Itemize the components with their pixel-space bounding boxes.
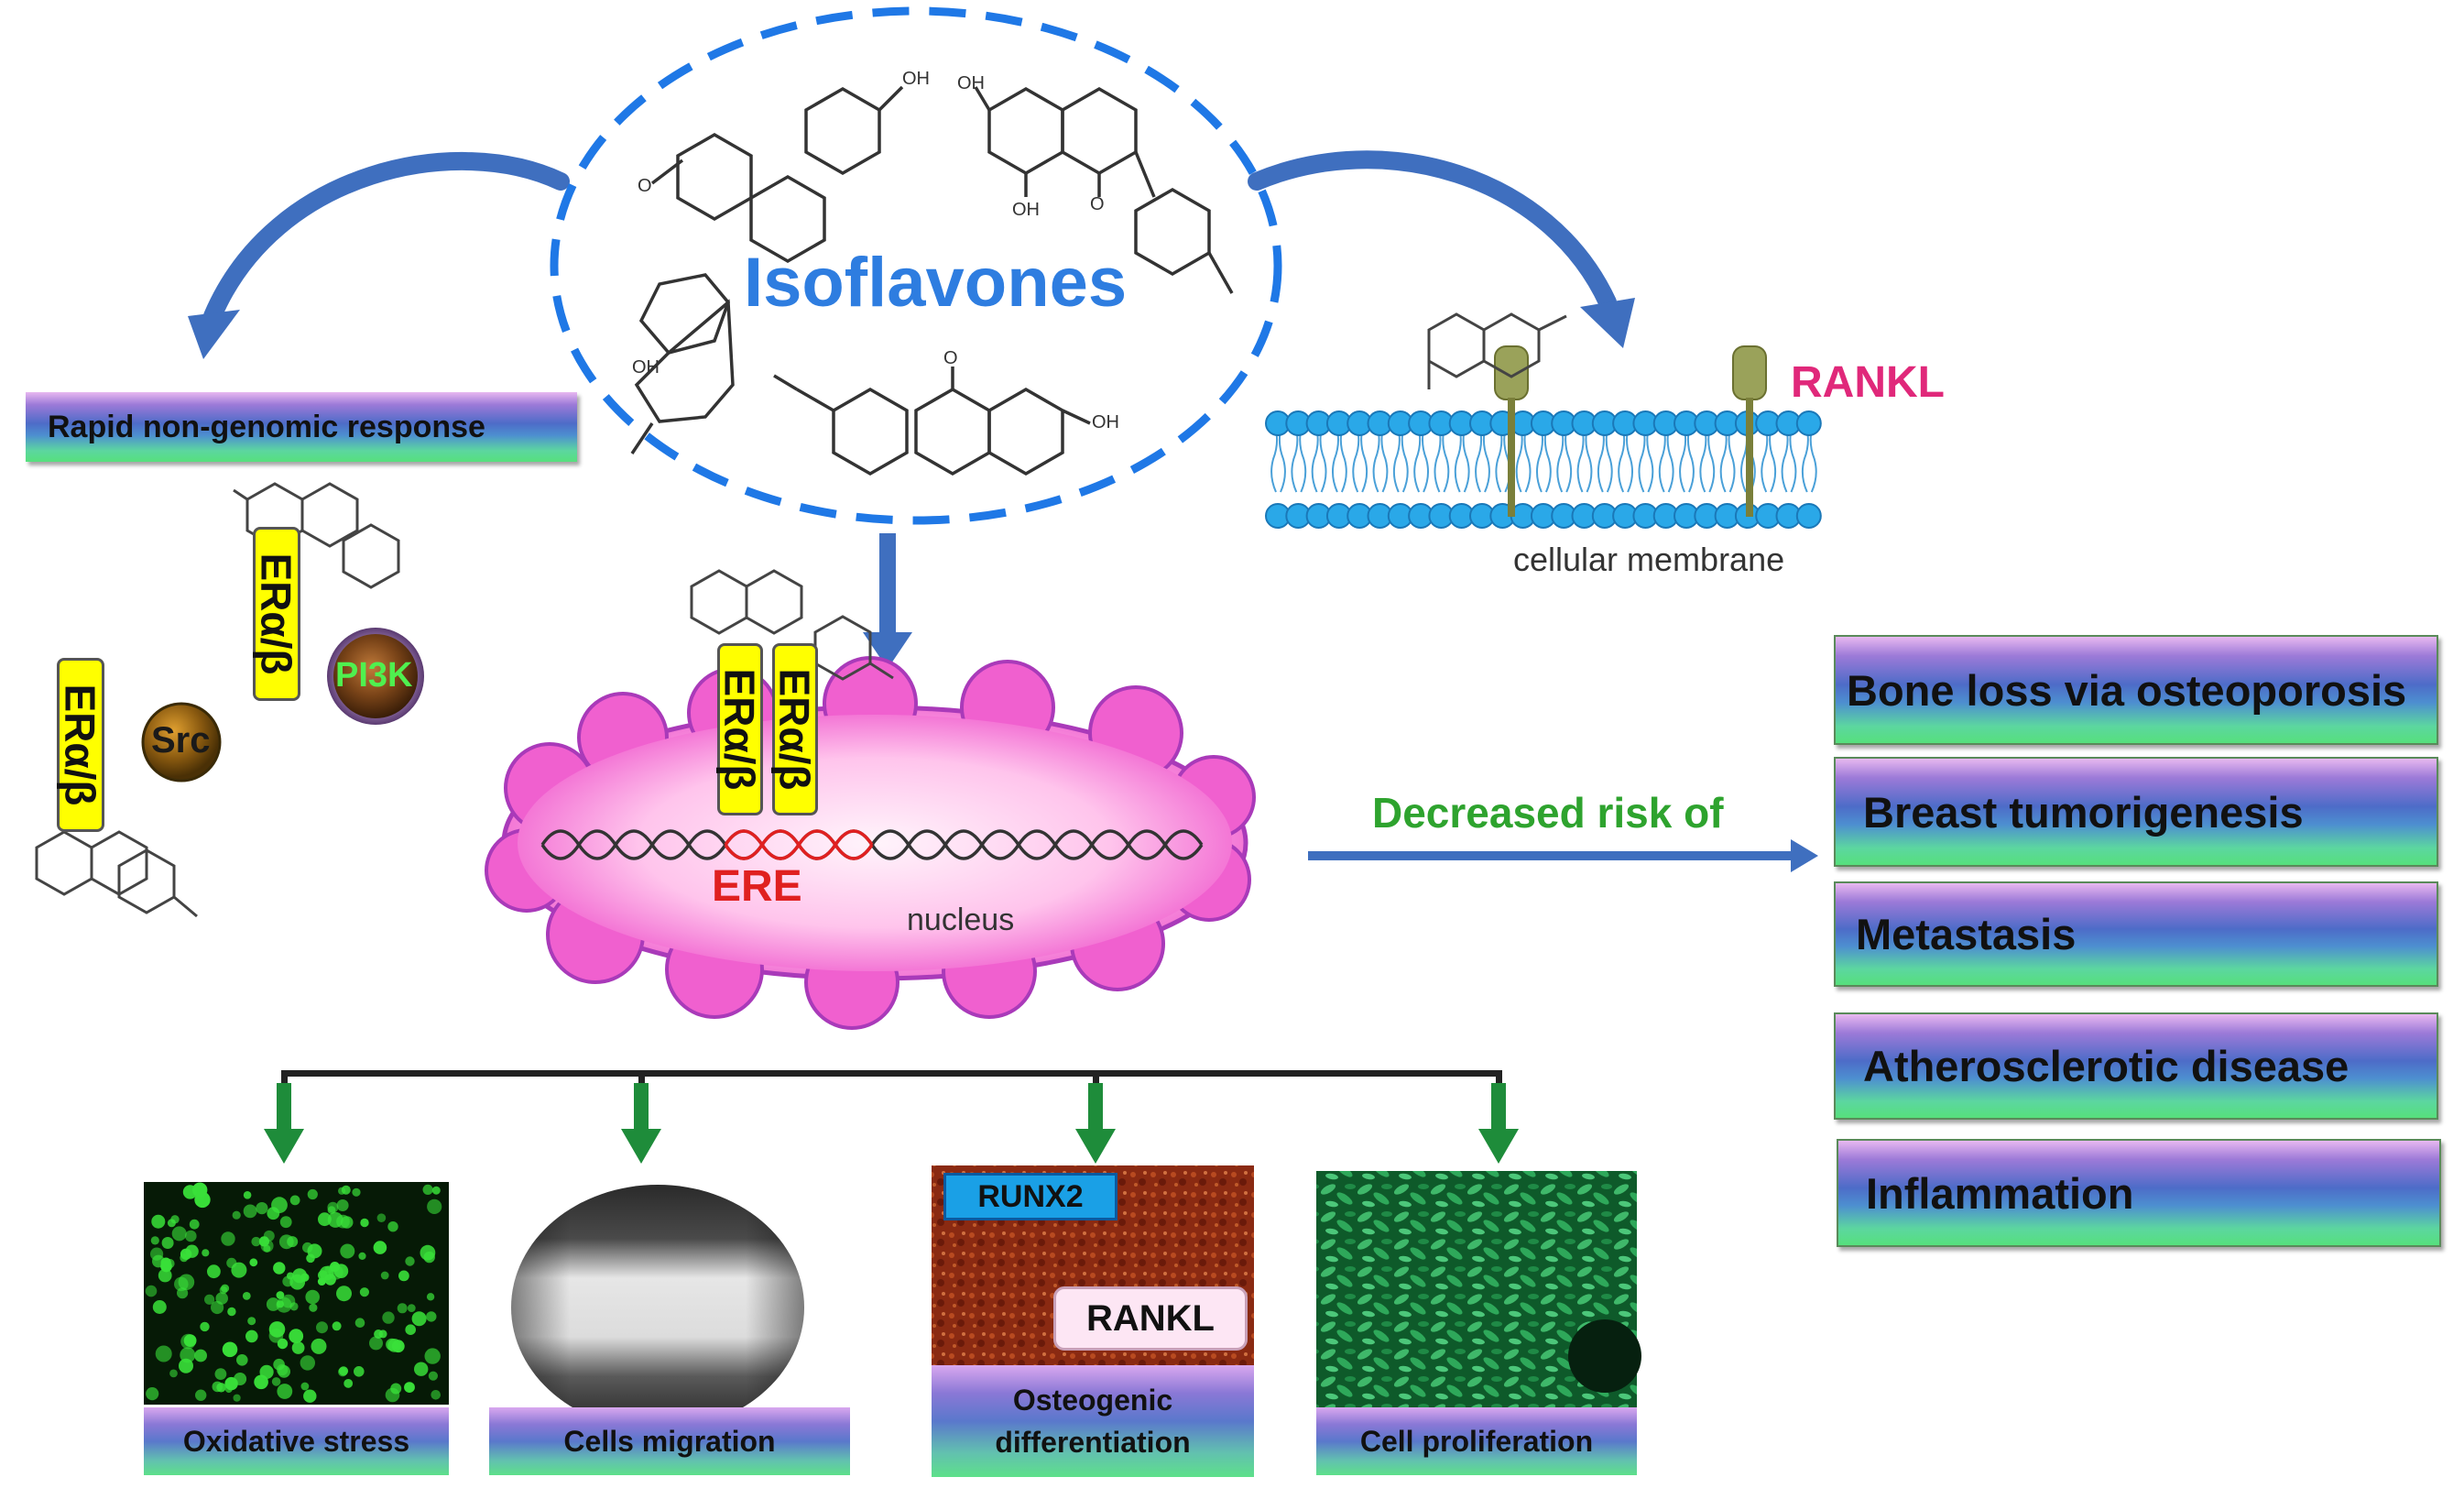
pi3k-circle-core bbox=[333, 634, 418, 718]
oh-label-3: OH bbox=[957, 73, 985, 93]
isoflavone-ellipse bbox=[550, 6, 1282, 525]
outcome-osteogenic-line1: Osteogenic bbox=[1012, 1383, 1173, 1417]
o-label-3: O bbox=[943, 348, 958, 368]
oxidative-stress-image bbox=[144, 1182, 449, 1405]
risk-breast-tumorigenesis: Breast tumorigenesis bbox=[1834, 757, 2438, 867]
ere-label: ERE bbox=[712, 862, 802, 911]
oh-label-4: OH bbox=[1012, 200, 1040, 220]
rankl-panel-tag: RANKL bbox=[1053, 1286, 1248, 1351]
risk-metastasis: Metastasis bbox=[1834, 881, 2438, 987]
outcome-oxidative-label: Oxidative stress bbox=[144, 1407, 449, 1475]
oh-label-1: OH bbox=[902, 69, 930, 89]
down-arrow-osteogenic bbox=[1075, 1083, 1116, 1164]
pi3k-label: PI3K bbox=[335, 656, 413, 695]
risk-bone-loss: Bone loss via osteoporosis bbox=[1834, 635, 2438, 745]
nucleus-shape bbox=[485, 656, 1256, 1030]
receptor-left-1: ERα/β bbox=[253, 527, 300, 701]
membrane-label: cellular membrane bbox=[1513, 541, 1785, 578]
down-arrow-migration bbox=[621, 1083, 661, 1164]
outcome-migration-label: Cells migration bbox=[489, 1407, 850, 1475]
down-arrow-nucleus bbox=[863, 533, 912, 669]
outcome-osteogenic-line2: differentiation bbox=[995, 1426, 1191, 1459]
receptor-nucleus-2: ERα/β bbox=[771, 643, 819, 815]
rankl-membrane-label: RANKL bbox=[1791, 358, 1945, 407]
cell-proliferation-image bbox=[1316, 1171, 1641, 1407]
risk-atherosclerotic: Atherosclerotic disease bbox=[1834, 1012, 2438, 1120]
oh-label-5: OH bbox=[1092, 412, 1119, 432]
src-circle bbox=[141, 702, 222, 782]
nucleus-label: nucleus bbox=[907, 903, 1015, 937]
runx2-tag: RUNX2 bbox=[943, 1173, 1118, 1220]
o-label-1: O bbox=[638, 176, 652, 196]
molecule-biochanin-icon bbox=[974, 86, 1234, 294]
receptor-nucleus-1: ERα/β bbox=[716, 643, 764, 815]
rankl-receptor-left-icon bbox=[1494, 345, 1529, 517]
outcome-tree bbox=[281, 1070, 1502, 1090]
risk-inflammation: Inflammation bbox=[1837, 1139, 2441, 1247]
src-label: Src bbox=[151, 720, 211, 760]
down-arrow-oxidative bbox=[264, 1083, 304, 1164]
cell-migration-image bbox=[485, 1177, 843, 1430]
rankl-receptor-right-icon bbox=[1732, 345, 1767, 517]
rapid-response-label: Rapid non-genomic response bbox=[26, 392, 577, 462]
oh-label-2: OH bbox=[632, 357, 660, 377]
curved-arrow-right bbox=[1248, 150, 1635, 348]
ligand-molecule-bottom-icon bbox=[35, 830, 198, 918]
ligand-molecule-top-icon bbox=[233, 482, 400, 589]
o-label-2: O bbox=[1090, 194, 1105, 214]
cell-membrane-icon bbox=[1265, 410, 1822, 529]
molecule-formononetin-icon bbox=[773, 367, 1091, 476]
risk-arrow bbox=[1308, 839, 1818, 872]
outcome-proliferation-label: Cell proliferation bbox=[1316, 1407, 1637, 1475]
decreased-risk-label: Decreased risk of bbox=[1372, 789, 1724, 837]
down-arrow-proliferation bbox=[1478, 1083, 1519, 1164]
ligand-molecule-membrane-icon bbox=[1427, 312, 1567, 389]
molecule-coumestrol-icon bbox=[630, 85, 904, 454]
dna-helix-icon bbox=[540, 829, 1204, 860]
curved-arrow-left bbox=[188, 151, 570, 359]
outcome-osteogenic-label: Osteogenic differentiation bbox=[932, 1365, 1254, 1477]
receptor-left-2: ERα/β bbox=[57, 658, 104, 832]
isoflavones-title: Isoflavones bbox=[744, 244, 1128, 322]
